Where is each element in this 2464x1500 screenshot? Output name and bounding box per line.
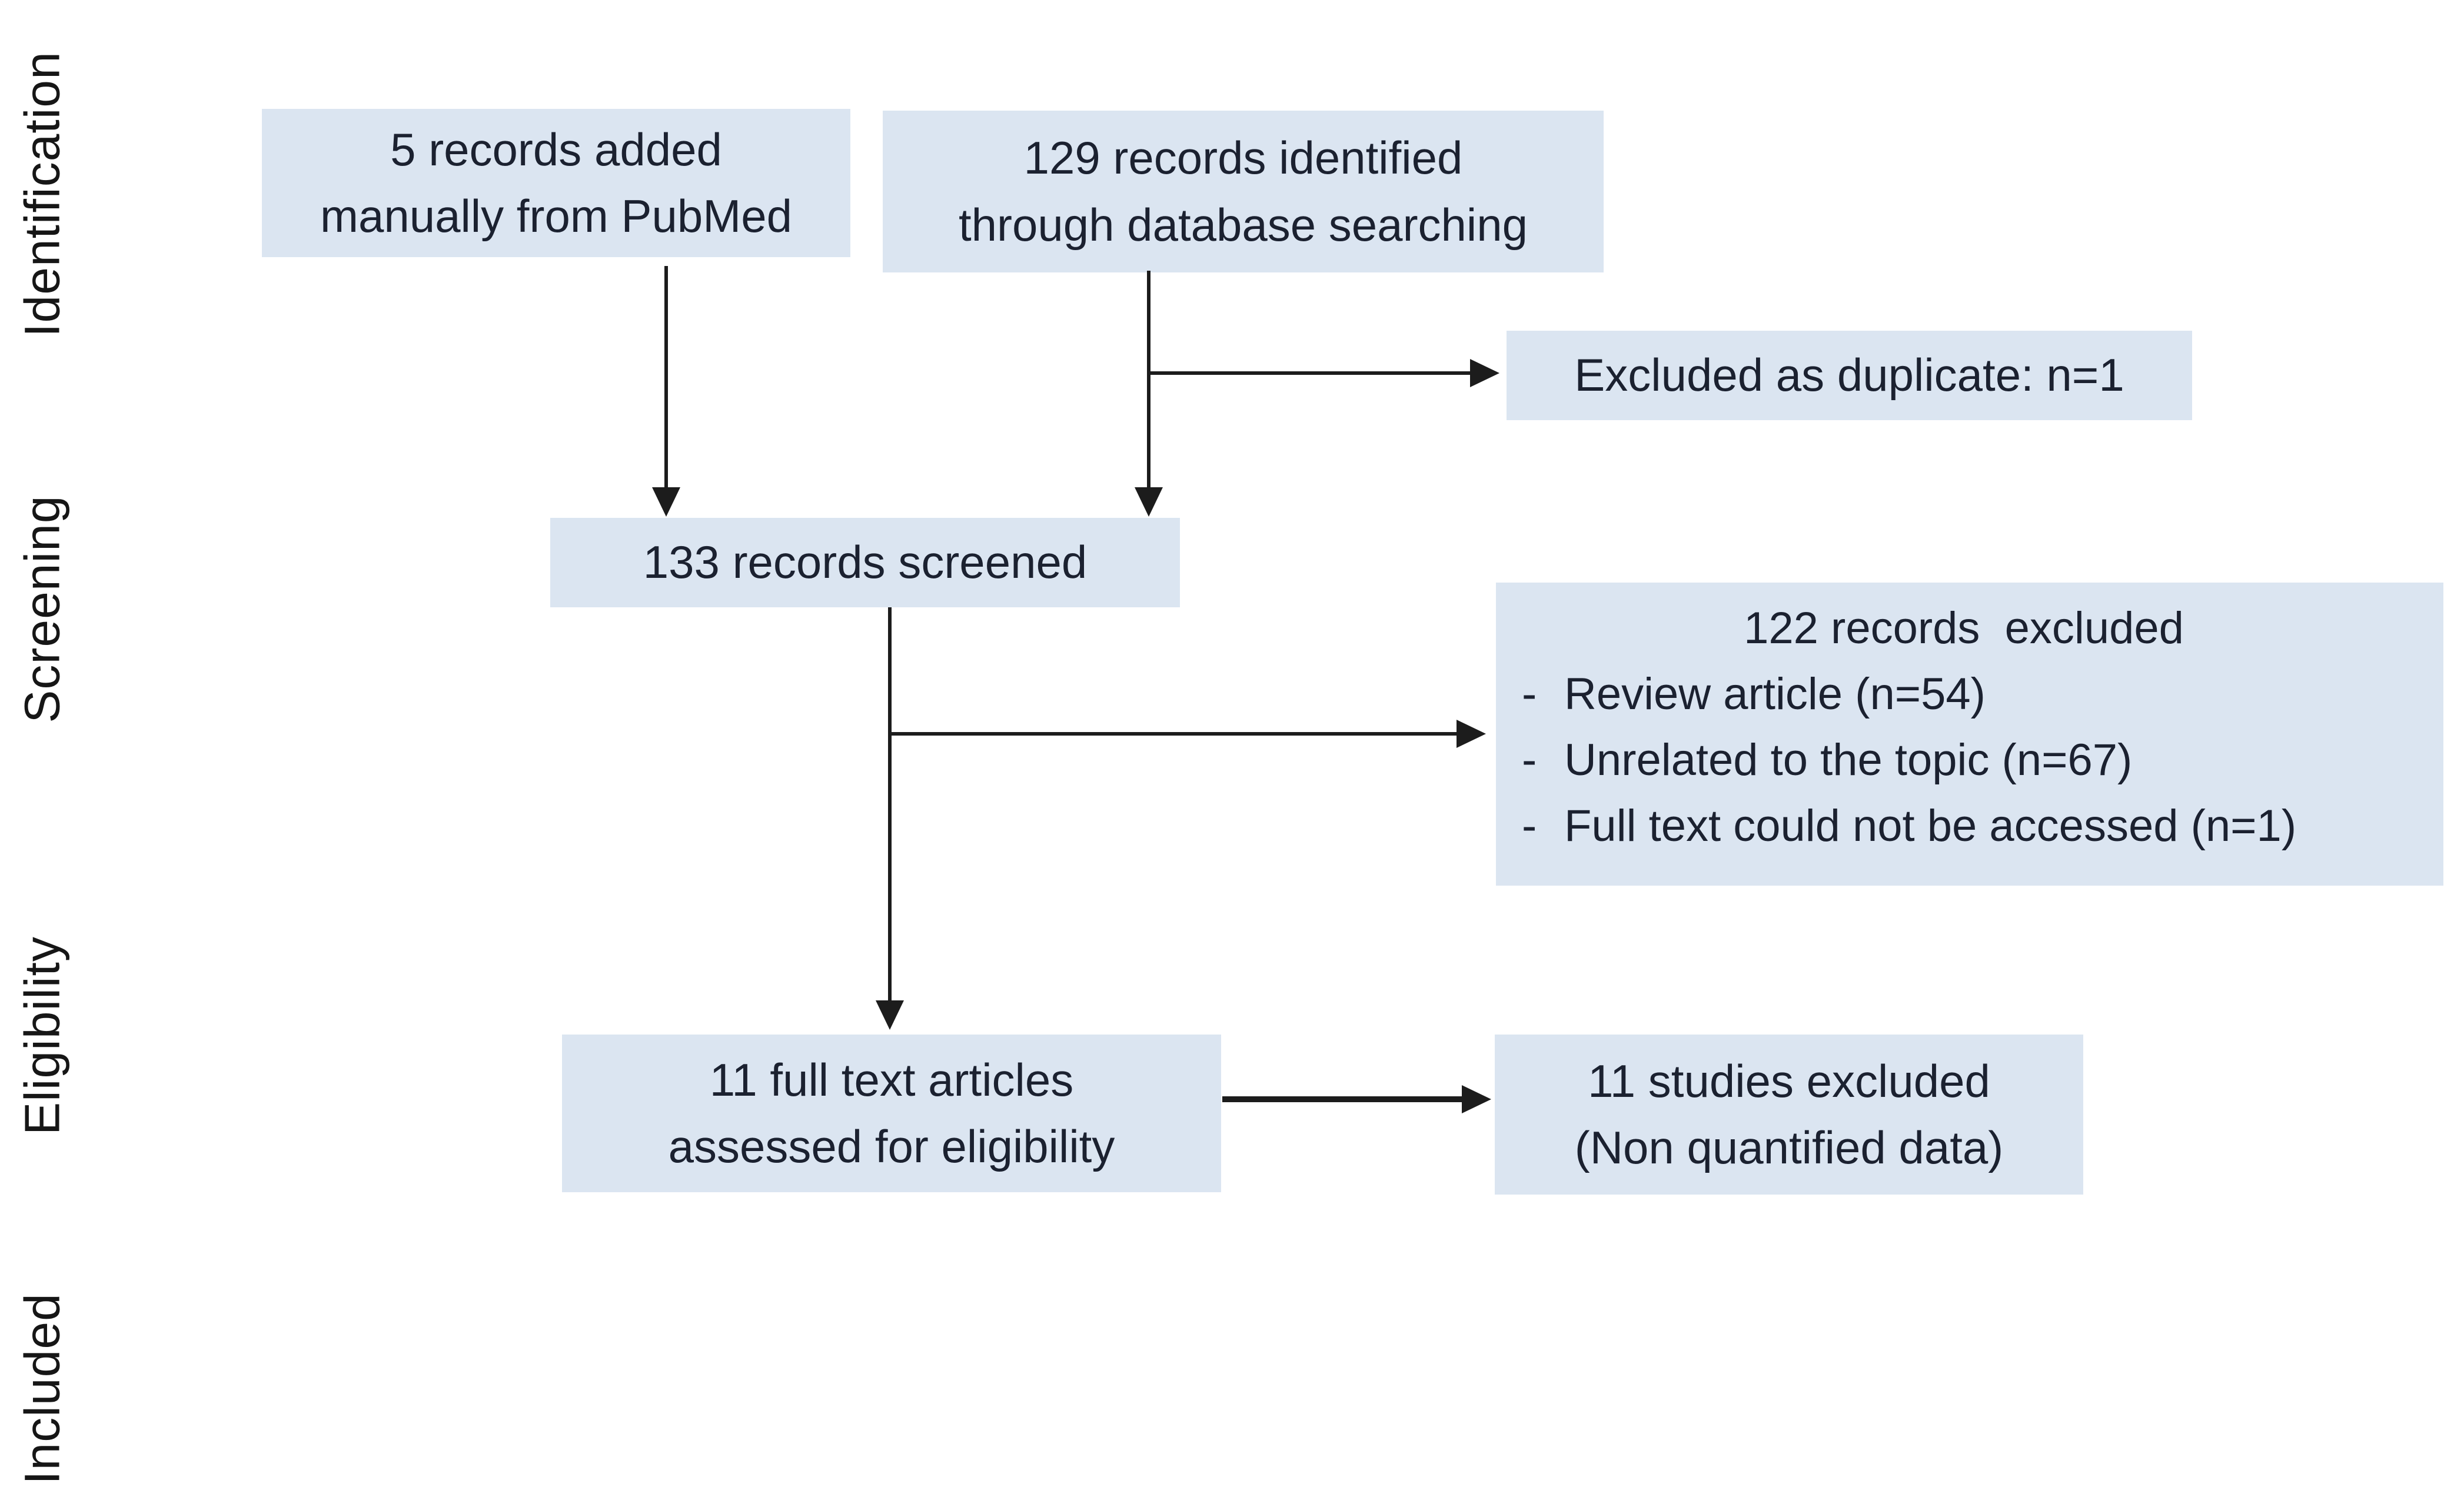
- arrow-fulltext-to-studies-excluded-head-icon: [1462, 1085, 1491, 1113]
- box-records-excluded-title: 122 records excluded: [1744, 603, 2184, 653]
- arrow-to-duplicate-line: [1149, 371, 1471, 375]
- box-excluded-duplicate-text: Excluded as duplicate: n=1: [1574, 349, 2124, 401]
- box-records-identified-line1: 129 records identified: [1023, 132, 1463, 184]
- excluded-reason-item: - Full text could not be accessed (n=1): [1496, 793, 2432, 859]
- arrow-added-to-screened-head-icon: [652, 487, 680, 517]
- arrow-fulltext-to-studies-excluded-line: [1222, 1096, 1463, 1102]
- excluded-reason-text: Unrelated to the topic (n=67): [1564, 735, 2133, 785]
- box-studies-excluded: 11 studies excluded (Non quantified data…: [1495, 1035, 2083, 1195]
- stage-label-identification: Identification: [14, 51, 70, 337]
- bullet-dash: -: [1522, 801, 1537, 851]
- bullet-dash: -: [1522, 669, 1537, 719]
- excluded-reason-item: - Review article (n=54): [1496, 661, 2432, 727]
- arrow-identified-to-screened-line: [1147, 271, 1150, 488]
- box-studies-excluded-line1: 11 studies excluded: [1588, 1055, 1990, 1107]
- excluded-reason-text: Full text could not be accessed (n=1): [1564, 801, 2297, 851]
- box-fulltext-assessed-line2: assessed for eligibility: [668, 1120, 1115, 1172]
- arrow-identified-to-screened-head-icon: [1135, 487, 1163, 517]
- bullet-dash: -: [1522, 735, 1537, 785]
- box-records-added-manually: 5 records added manually from PubMed: [262, 109, 850, 257]
- box-fulltext-assessed-line1: 11 full text articles: [709, 1053, 1074, 1106]
- arrow-screened-to-fulltext-head-icon: [876, 1000, 904, 1030]
- box-records-identified-line2: through database searching: [958, 198, 1528, 251]
- stage-label-eligibility: Eligibility: [14, 936, 70, 1135]
- arrow-to-records-excluded-head-icon: [1457, 720, 1486, 748]
- box-records-excluded: 122 records excluded - Review article (n…: [1496, 583, 2443, 886]
- excluded-reason-item: - Unrelated to the topic (n=67): [1496, 727, 2432, 793]
- box-excluded-duplicate: Excluded as duplicate: n=1: [1507, 331, 2192, 420]
- stage-label-included: Included: [14, 1293, 70, 1485]
- box-records-screened-text: 133 records screened: [643, 536, 1088, 588]
- box-records-added-manually-line2: manually from PubMed: [320, 190, 792, 242]
- box-fulltext-assessed: 11 full text articles assessed for eligi…: [562, 1035, 1221, 1192]
- box-records-screened: 133 records screened: [550, 518, 1180, 607]
- box-studies-excluded-line2: (Non quantified data): [1574, 1122, 2004, 1173]
- box-records-added-manually-line1: 5 records added: [390, 123, 722, 175]
- excluded-reason-text: Review article (n=54): [1564, 669, 1986, 719]
- arrow-to-duplicate-head-icon: [1470, 359, 1499, 387]
- arrow-to-records-excluded-line: [890, 732, 1458, 736]
- arrow-added-to-screened-line: [664, 266, 668, 488]
- stage-label-screening: Screening: [14, 495, 70, 723]
- box-records-identified: 129 records identified through database …: [883, 111, 1604, 272]
- arrow-screened-to-fulltext-line: [888, 607, 892, 1002]
